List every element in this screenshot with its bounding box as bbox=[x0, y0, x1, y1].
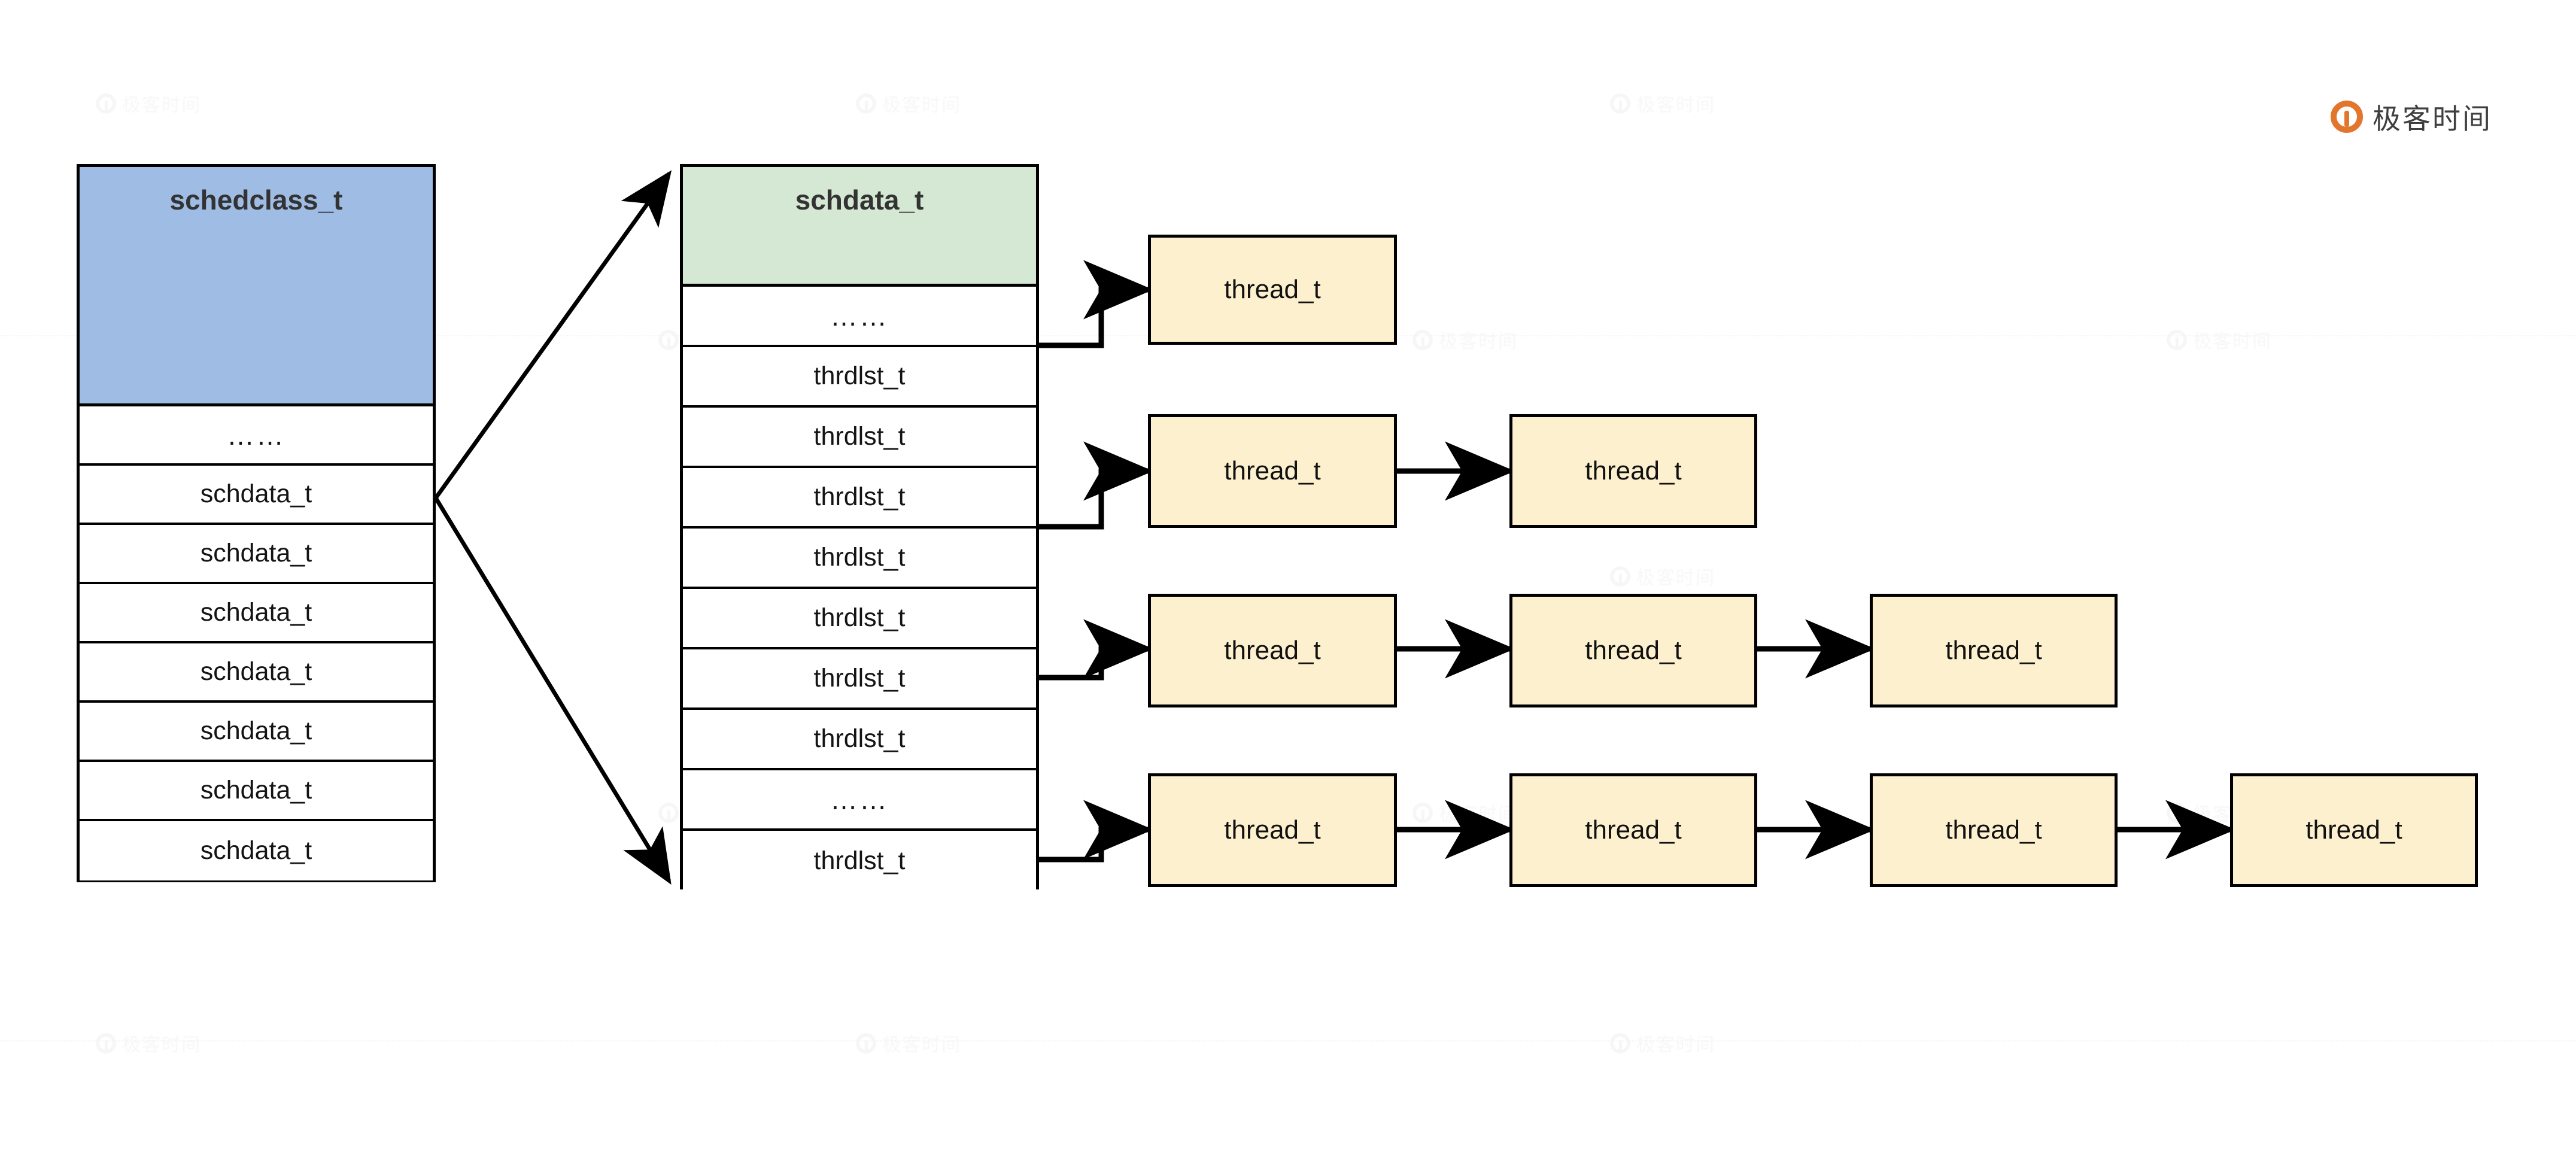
geektime-watermark-icon bbox=[1610, 1033, 1630, 1053]
table-row: thrdlst_t bbox=[683, 649, 1036, 710]
watermark-text: 极客时间 bbox=[122, 95, 201, 116]
geektime-brand-logo: 极客时间 bbox=[2331, 96, 2492, 137]
schedclass-struct-table: schedclass_t …… schdata_t schdata_t schd… bbox=[77, 164, 436, 882]
schdata-struct-table: schdata_t …… thrdlst_t thrdlst_t thrdlst… bbox=[680, 164, 1039, 891]
table-row: thrdlst_t bbox=[683, 347, 1036, 408]
table-row: schdata_t bbox=[80, 643, 433, 703]
table-row: …… bbox=[80, 406, 433, 466]
thread-node: thread_t bbox=[1148, 773, 1397, 887]
thread-node: thread_t bbox=[1509, 594, 1757, 707]
watermark: 极客时间 bbox=[856, 90, 961, 117]
geektime-watermark-icon bbox=[856, 1033, 876, 1053]
table-row: thrdlst_t bbox=[683, 589, 1036, 649]
watermark-text: 极客时间 bbox=[2193, 331, 2272, 352]
thread-node: thread_t bbox=[1148, 414, 1397, 528]
watermark-text: 极客时间 bbox=[1636, 567, 1715, 588]
geektime-watermark-icon bbox=[658, 329, 679, 350]
table-row: thrdlst_t bbox=[683, 468, 1036, 529]
watermark: 极客时间 bbox=[1412, 799, 1518, 826]
table-row: schdata_t bbox=[80, 703, 433, 762]
table-row: thrdlst_t bbox=[683, 710, 1036, 770]
watermark: 极客时间 bbox=[1610, 90, 1715, 117]
table-row: schdata_t bbox=[80, 525, 433, 584]
geektime-watermark-icon bbox=[1412, 802, 1433, 823]
list-head-connectors bbox=[1039, 260, 1153, 863]
table-row: …… bbox=[683, 770, 1036, 831]
table-row: schdata_t bbox=[80, 466, 433, 525]
table-row: schdata_t bbox=[80, 821, 433, 880]
thread-node: thread_t bbox=[1870, 773, 2118, 887]
geektime-watermark-icon bbox=[1610, 566, 1630, 587]
thread-node: thread_t bbox=[1509, 773, 1757, 887]
geektime-watermark-icon bbox=[96, 1033, 116, 1053]
watermark: 极客时间 bbox=[96, 90, 201, 117]
watermark-text: 极客时间 bbox=[1636, 95, 1715, 116]
watermark: 极客时间 bbox=[1610, 1030, 1715, 1056]
geektime-watermark-icon bbox=[658, 802, 679, 823]
geektime-watermark-icon bbox=[1412, 329, 1433, 350]
thread-node: thread_t bbox=[1148, 235, 1397, 345]
table-row: schdata_t bbox=[80, 762, 433, 821]
watermark: 极客时间 bbox=[96, 1030, 201, 1056]
watermark: 极客时间 bbox=[2167, 326, 2272, 353]
geektime-watermark-icon bbox=[856, 93, 876, 114]
table-row: thrdlst_t bbox=[683, 408, 1036, 468]
schedclass-title: schedclass_t bbox=[80, 167, 433, 406]
geektime-watermark-icon bbox=[1610, 93, 1630, 114]
watermark-text: 极客时间 bbox=[122, 1034, 201, 1055]
table-row: thrdlst_t bbox=[683, 529, 1036, 589]
geektime-logo-icon bbox=[2331, 100, 2363, 133]
fanout-arrows bbox=[434, 170, 672, 885]
table-row: thrdlst_t bbox=[683, 831, 1036, 891]
watermark-text: 极客时间 bbox=[882, 95, 961, 116]
watermark-text: 极客时间 bbox=[1636, 1034, 1715, 1055]
watermark-text: 极客时间 bbox=[1439, 331, 1518, 352]
table-row: …… bbox=[683, 287, 1036, 347]
watermark-text: 极客时间 bbox=[1439, 804, 1518, 825]
watermark-guide-line bbox=[0, 1040, 2576, 1041]
thread-node: thread_t bbox=[1870, 594, 2118, 707]
brand-name: 极客时间 bbox=[2373, 103, 2492, 136]
geektime-watermark-icon bbox=[96, 93, 116, 114]
schdata-title: schdata_t bbox=[683, 167, 1036, 287]
watermark: 极客时间 bbox=[856, 1030, 961, 1056]
thread-node: thread_t bbox=[2230, 773, 2478, 887]
geektime-watermark-icon bbox=[2167, 329, 2187, 350]
geektime-watermark-icon bbox=[2167, 802, 2187, 823]
thread-node: thread_t bbox=[1509, 414, 1757, 528]
thread-node: thread_t bbox=[1148, 594, 1397, 707]
table-row: schdata_t bbox=[80, 584, 433, 643]
watermark-text: 极客时间 bbox=[882, 1034, 961, 1055]
watermark: 极客时间 bbox=[1412, 326, 1518, 353]
watermark: 极客时间 bbox=[1610, 563, 1715, 590]
